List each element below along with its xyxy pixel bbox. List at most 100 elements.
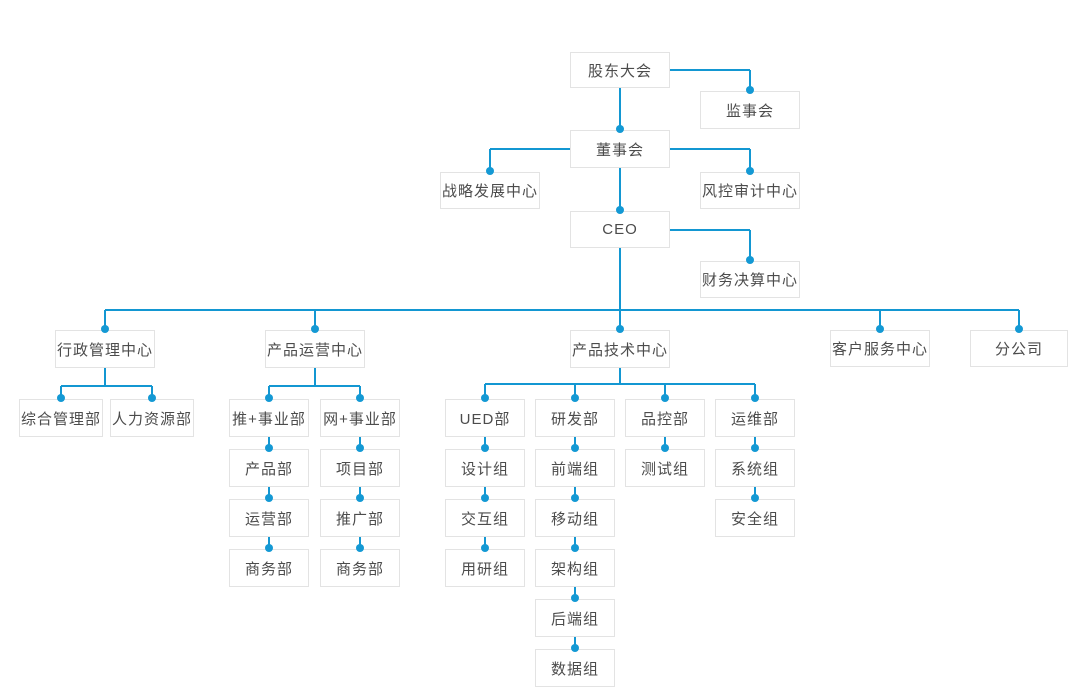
org-node-label: 研发部 — [550, 410, 599, 428]
org-node-om[interactable]: 运维部 — [715, 399, 795, 437]
org-node-strategy[interactable]: 战略发展中心 — [440, 172, 540, 209]
org-node-board[interactable]: 董事会 — [570, 130, 670, 168]
org-node-backend-group[interactable]: 后端组 — [535, 599, 615, 637]
org-node-shareholders[interactable]: 股东大会 — [570, 52, 670, 88]
org-node-security-group[interactable]: 安全组 — [715, 499, 795, 537]
org-node-interaction-group[interactable]: 交互组 — [445, 499, 525, 537]
org-node-label: 推广部 — [335, 510, 384, 528]
connector-dot — [571, 494, 579, 502]
connector-dot — [746, 256, 754, 264]
connector-dot — [746, 86, 754, 94]
org-node-data-group[interactable]: 数据组 — [535, 649, 615, 687]
org-node-customer-service[interactable]: 客户服务中心 — [830, 330, 930, 367]
org-node-system-group[interactable]: 系统组 — [715, 449, 795, 487]
org-node-label: 运营部 — [244, 510, 293, 528]
org-node-qc[interactable]: 品控部 — [625, 399, 705, 437]
connector-dot — [661, 394, 669, 402]
connector-dot — [311, 325, 319, 333]
connector-line — [664, 437, 666, 449]
org-node-label: 客户服务中心 — [831, 341, 928, 358]
org-node-label: 产品运营中心 — [266, 341, 363, 359]
org-node-tui-division[interactable]: 推+事业部 — [229, 399, 309, 437]
org-node-label: 用研组 — [460, 560, 509, 578]
org-node-admin-center[interactable]: 行政管理中心 — [55, 330, 155, 368]
org-node-promo-dept[interactable]: 推广部 — [320, 499, 400, 537]
org-node-label: 设计组 — [460, 460, 509, 478]
connector-dot — [148, 394, 156, 402]
org-node-label: 系统组 — [730, 460, 779, 478]
org-node-label: 后端组 — [550, 610, 599, 628]
org-node-ceo[interactable]: CEO — [570, 211, 670, 248]
org-node-label: 安全组 — [730, 510, 779, 528]
org-node-label: 测试组 — [640, 460, 689, 478]
connector-line — [269, 385, 360, 387]
org-node-research-group[interactable]: 用研组 — [445, 549, 525, 587]
org-node-label: 监事会 — [725, 102, 774, 120]
connector-line — [268, 537, 270, 549]
org-node-branch[interactable]: 分公司 — [970, 330, 1068, 367]
org-node-product-ops[interactable]: 产品运营中心 — [265, 330, 365, 368]
connector-line — [314, 368, 316, 386]
org-node-biz-dept-2[interactable]: 商务部 — [320, 549, 400, 587]
org-node-project-dept[interactable]: 项目部 — [320, 449, 400, 487]
org-node-design-group[interactable]: 设计组 — [445, 449, 525, 487]
connector-line — [574, 637, 576, 649]
connector-line — [359, 487, 361, 499]
connector-dot — [356, 394, 364, 402]
org-node-label: 财务决算中心 — [701, 272, 798, 289]
org-node-ops-dept[interactable]: 运营部 — [229, 499, 309, 537]
org-node-risk-audit[interactable]: 风控审计中心 — [700, 172, 800, 209]
connector-line — [670, 148, 750, 150]
org-node-finance[interactable]: 财务决算中心 — [700, 261, 800, 298]
org-node-biz-dept-1[interactable]: 商务部 — [229, 549, 309, 587]
connector-line — [268, 487, 270, 499]
connector-line — [489, 149, 491, 172]
org-node-hr[interactable]: 人力资源部 — [110, 399, 194, 437]
connector-line — [484, 537, 486, 549]
connector-dot — [265, 394, 273, 402]
connector-line — [105, 309, 1019, 311]
org-node-mobile-group[interactable]: 移动组 — [535, 499, 615, 537]
connector-line — [485, 383, 755, 385]
connector-dot — [746, 167, 754, 175]
connector-line — [749, 149, 751, 172]
org-node-label: 商务部 — [244, 560, 293, 578]
connector-dot — [57, 394, 65, 402]
org-node-label: 产品技术中心 — [571, 341, 668, 359]
connector-line — [359, 386, 361, 399]
org-node-arch-group[interactable]: 架构组 — [535, 549, 615, 587]
org-node-testing-group[interactable]: 测试组 — [625, 449, 705, 487]
connector-line — [104, 310, 106, 330]
org-node-rnd[interactable]: 研发部 — [535, 399, 615, 437]
connector-line — [619, 88, 621, 130]
connector-dot — [661, 444, 669, 452]
connector-dot — [265, 444, 273, 452]
connector-line — [268, 386, 270, 399]
connector-line — [359, 437, 361, 449]
connector-line — [619, 368, 621, 384]
org-node-label: 董事会 — [595, 141, 644, 159]
connector-line — [670, 69, 750, 71]
org-node-label: 推+事业部 — [232, 410, 306, 428]
org-node-wang-division[interactable]: 网+事业部 — [320, 399, 400, 437]
connector-dot — [481, 444, 489, 452]
connector-dot — [481, 544, 489, 552]
org-node-label: 风控审计中心 — [701, 183, 798, 200]
org-node-label: UED部 — [459, 410, 511, 428]
connector-dot — [1015, 325, 1023, 333]
connector-line — [754, 437, 756, 449]
org-node-general-mgmt[interactable]: 综合管理部 — [19, 399, 103, 437]
connector-dot — [616, 125, 624, 133]
connector-line — [1018, 310, 1020, 330]
org-node-product-dept[interactable]: 产品部 — [229, 449, 309, 487]
connector-dot — [616, 206, 624, 214]
org-node-supervisory[interactable]: 监事会 — [700, 91, 800, 129]
connector-dot — [571, 594, 579, 602]
org-node-product-tech[interactable]: 产品技术中心 — [570, 330, 670, 368]
org-node-ued[interactable]: UED部 — [445, 399, 525, 437]
org-node-frontend-group[interactable]: 前端组 — [535, 449, 615, 487]
connector-dot — [616, 325, 624, 333]
org-node-label: 数据组 — [550, 660, 599, 678]
connector-line — [670, 228, 750, 231]
connector-line — [574, 487, 576, 499]
